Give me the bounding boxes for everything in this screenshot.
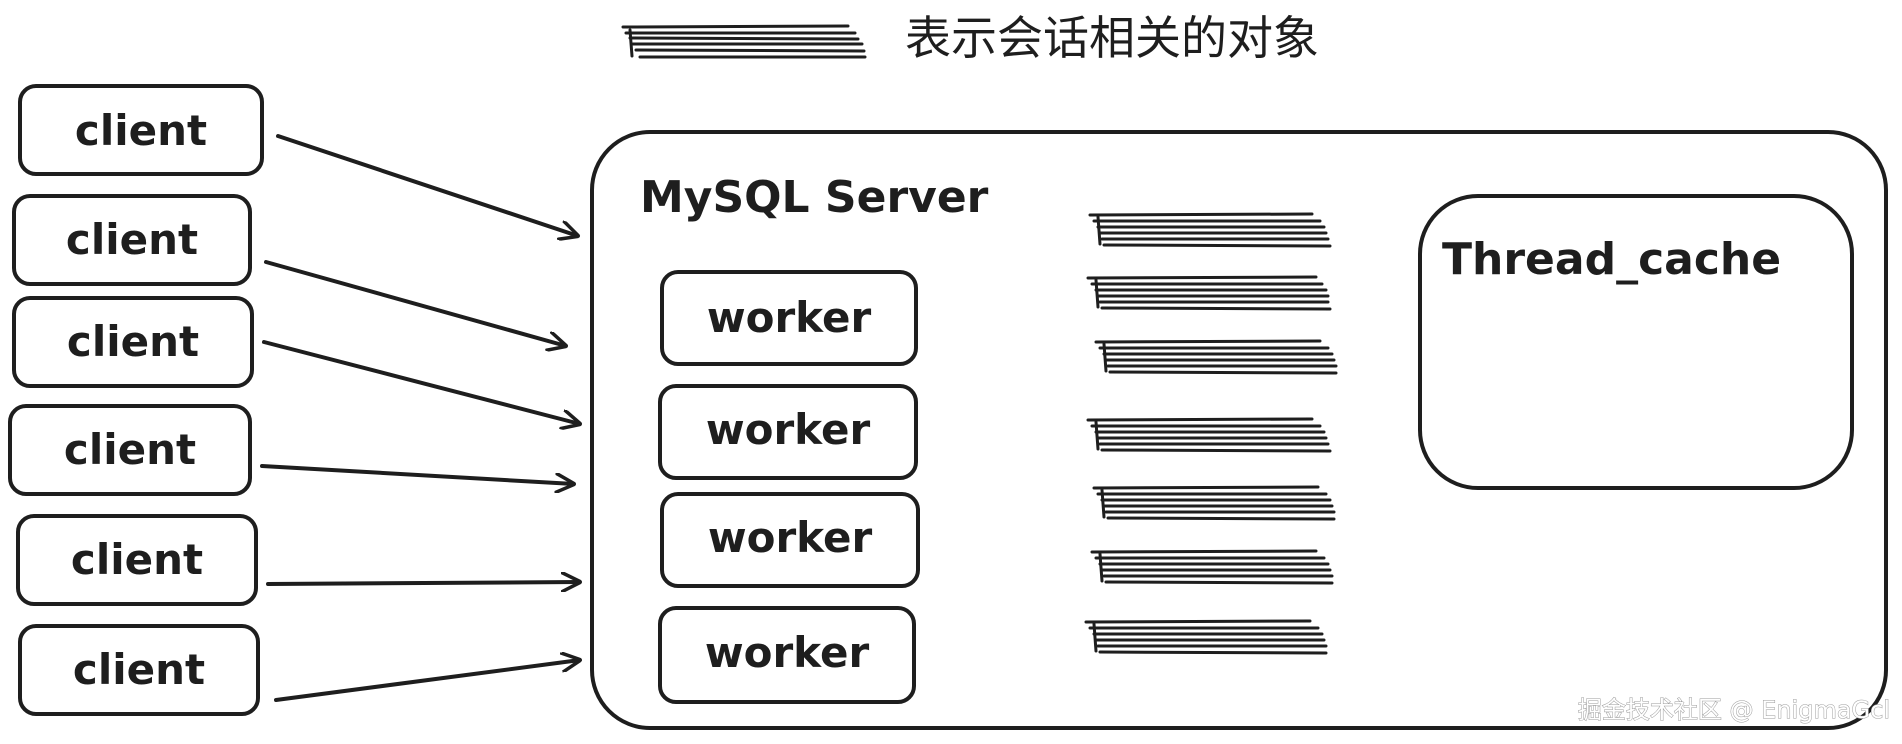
connection-arrows: [260, 134, 582, 702]
client-label: client: [71, 535, 203, 584]
client-label: client: [75, 106, 207, 155]
client-label: client: [67, 317, 199, 366]
client-box: client: [8, 404, 252, 496]
legend-session-object-icon: [621, 24, 867, 59]
legend-label: 表示会话相关的对象: [905, 11, 1319, 65]
legend: 表示会话相关的对象: [621, 11, 1319, 65]
client-box: client: [18, 624, 260, 716]
client-label: client: [73, 645, 205, 694]
client-label: client: [64, 425, 196, 474]
connection-arrow: [264, 260, 566, 346]
client-box: client: [18, 84, 264, 176]
connection-arrow: [274, 660, 580, 702]
worker-label: worker: [708, 513, 873, 562]
session-object: [1094, 339, 1338, 375]
worker-label: worker: [707, 293, 872, 342]
client-box: client: [16, 514, 258, 606]
connection-arrow: [260, 464, 576, 484]
watermark: 掘金技术社区 @ EnigmaGcl: [1578, 696, 1890, 724]
session-object: [1086, 275, 1332, 311]
worker-box: worker: [660, 270, 918, 366]
session-object: [1086, 417, 1332, 453]
server-title: MySQL Server: [640, 172, 989, 223]
worker-label: worker: [705, 628, 870, 677]
connection-arrow: [266, 582, 582, 584]
mysql-server-box: MySQL Server: [590, 130, 1888, 730]
session-object: [1090, 549, 1334, 585]
connection-arrow: [276, 134, 578, 236]
session-object: [1084, 619, 1328, 655]
session-object: [1088, 212, 1332, 248]
session-objects: [1084, 212, 1338, 655]
worker-box: worker: [658, 384, 918, 480]
thread-cache-box: Thread_cache: [1418, 194, 1854, 490]
thread-cache-label: Thread_cache: [1442, 234, 1781, 285]
client-label: client: [66, 215, 198, 264]
worker-box: worker: [658, 606, 916, 704]
connection-arrow: [262, 340, 580, 424]
session-object: [1092, 485, 1336, 521]
worker-label: worker: [706, 405, 871, 454]
worker-box: worker: [660, 492, 920, 588]
client-box: client: [12, 296, 254, 388]
client-box: client: [12, 194, 252, 286]
